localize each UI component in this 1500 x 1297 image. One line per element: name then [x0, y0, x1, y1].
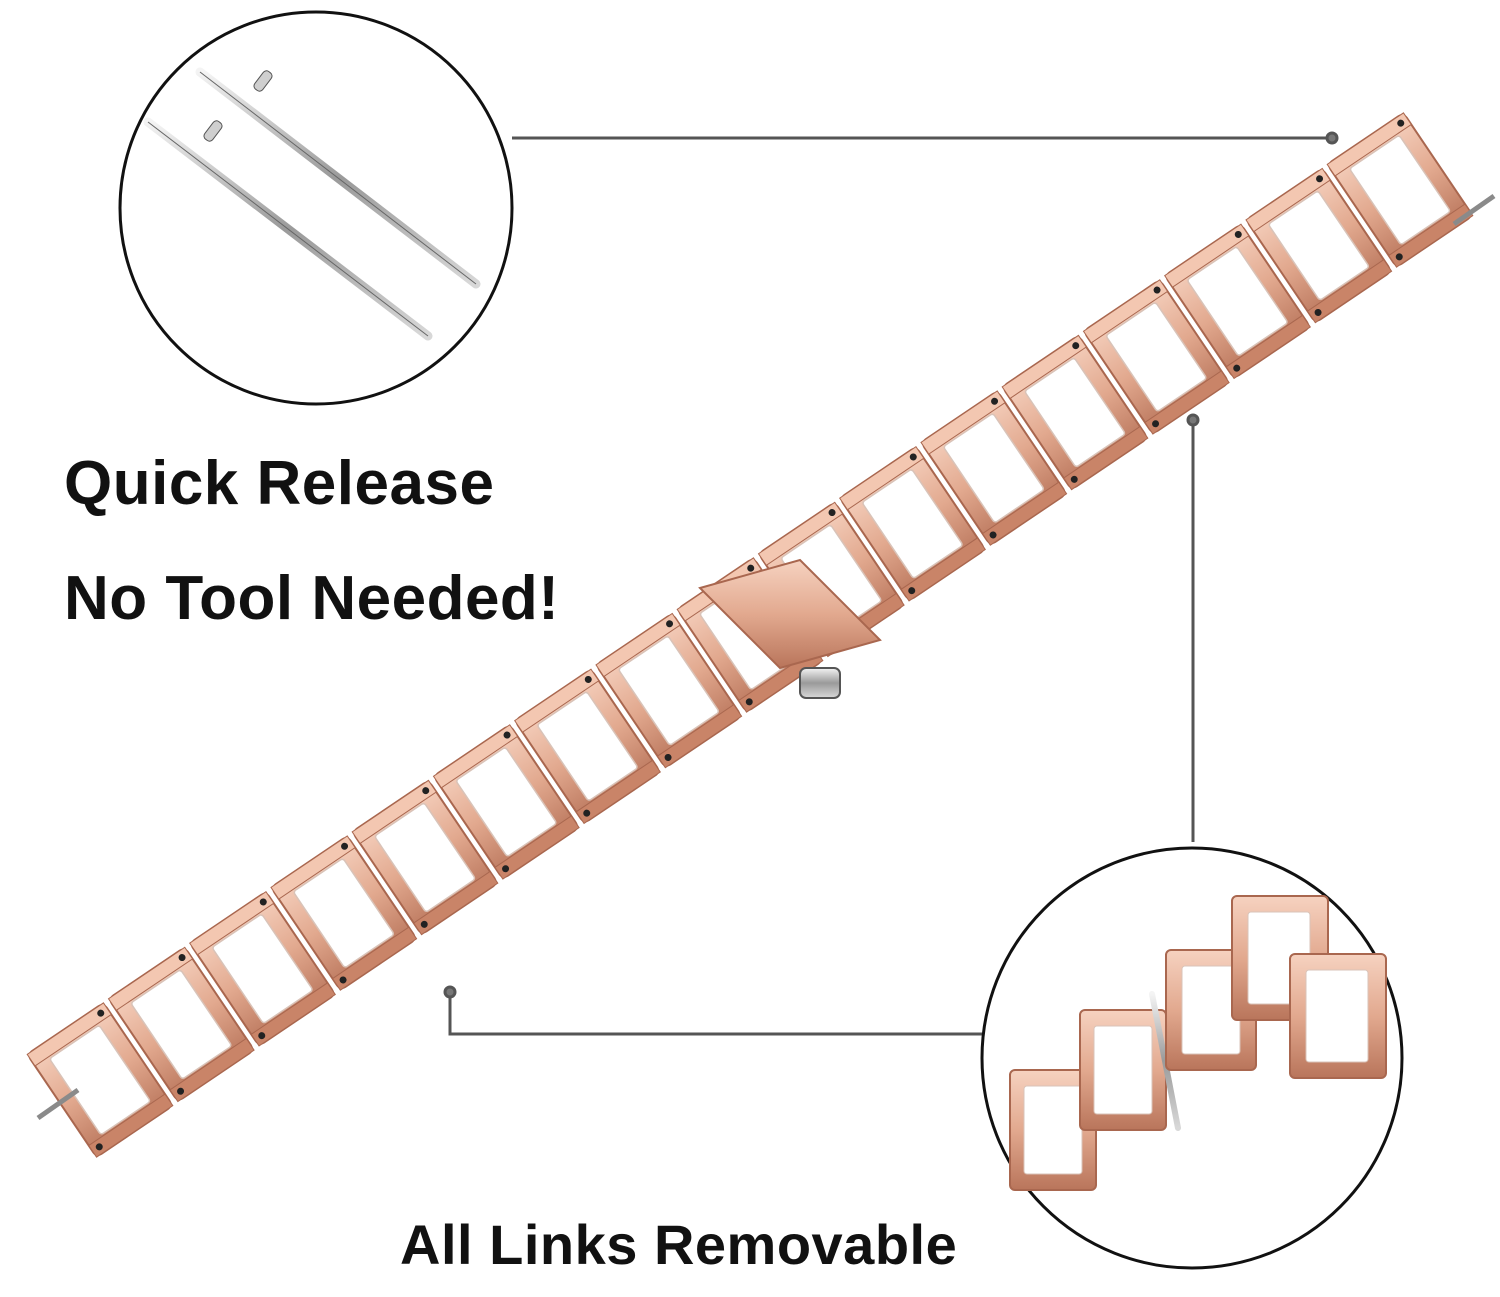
detached-link — [1165, 895, 1387, 1079]
end-spring-bar — [1452, 193, 1496, 227]
callout-links-horizontal — [448, 990, 982, 1036]
all-links-removable-caption: All Links Removable — [400, 1213, 958, 1276]
callout-lines — [443, 131, 1339, 1036]
watch-band — [26, 111, 1496, 1159]
spring-bar-detail — [118, 10, 514, 406]
spring-bar-pin-icon — [143, 117, 433, 341]
quick-release-caption: Quick Release — [64, 449, 495, 518]
removable-link-detail — [980, 846, 1404, 1270]
spring-bar-pin-icon — [195, 67, 481, 289]
no-tool-needed-caption: No Tool Needed! — [64, 564, 560, 633]
end-spring-bar — [36, 1087, 80, 1121]
butterfly-clasp — [698, 558, 882, 699]
